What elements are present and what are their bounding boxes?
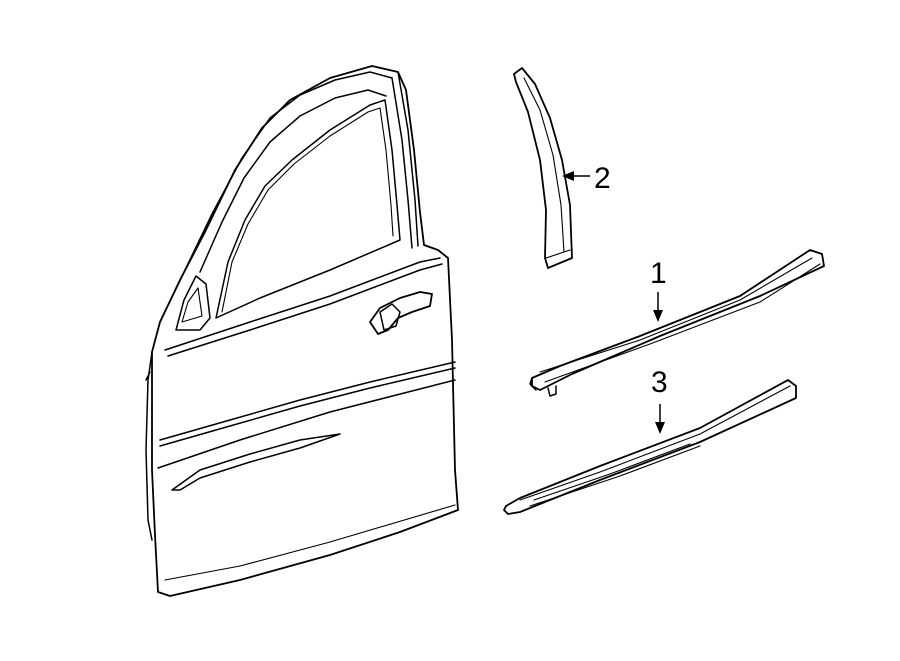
door-shell [145,65,459,597]
callout-label-2: 2 [594,162,611,195]
callout-arrow-2 [562,171,574,181]
callout-arrow-3 [655,422,665,434]
pillar-applique [513,67,573,269]
callout-2: 2 [562,162,611,195]
callout-1: 1 [650,257,667,322]
callout-arrow-1 [653,310,663,322]
body-side-molding-upper [529,249,825,397]
body-side-molding-lower [503,379,797,515]
callout-3: 3 [651,366,668,434]
callout-label-1: 1 [650,257,667,290]
callout-label-3: 3 [651,366,668,399]
